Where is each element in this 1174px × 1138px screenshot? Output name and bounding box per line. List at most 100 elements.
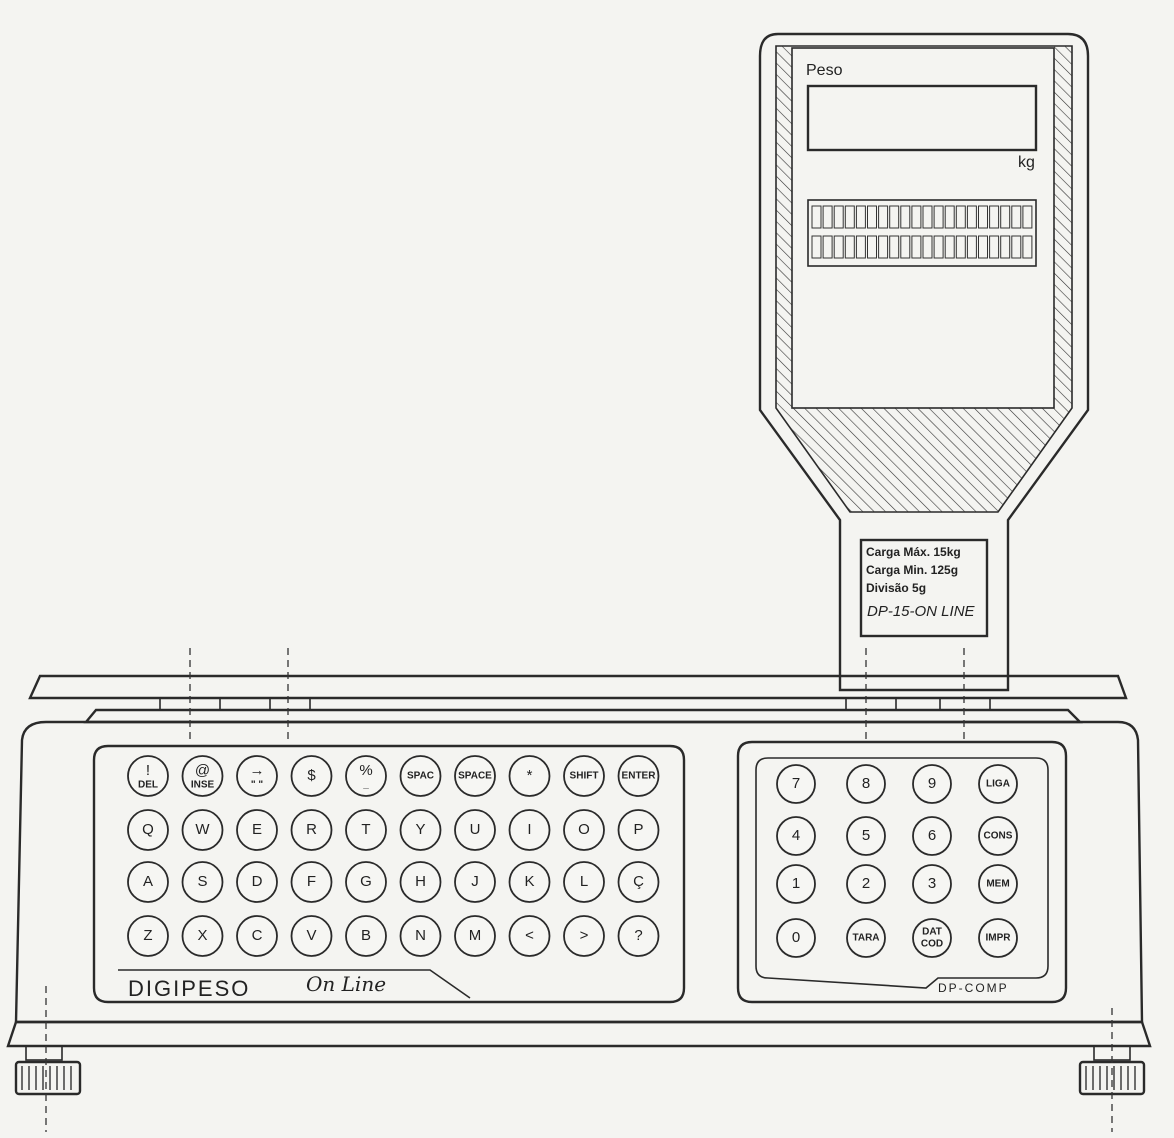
key-n[interactable]: N: [399, 915, 442, 957]
key-cap[interactable]: [127, 915, 169, 957]
numkey-cons[interactable]: CONS: [978, 816, 1018, 856]
key-cap[interactable]: [978, 864, 1018, 904]
key-b[interactable]: B: [345, 915, 387, 957]
key-cap[interactable]: [776, 764, 816, 804]
key-shift[interactable]: SHIFT: [563, 755, 605, 797]
key-cap[interactable]: [617, 809, 660, 851]
key-[interactable]: !DEL: [127, 755, 169, 797]
key-d[interactable]: D: [236, 861, 278, 903]
key-enter[interactable]: ENTER: [617, 755, 660, 797]
key-cap[interactable]: [290, 755, 333, 797]
key-h[interactable]: H: [399, 861, 442, 903]
key-cap[interactable]: [454, 915, 496, 957]
key-cap[interactable]: [978, 816, 1018, 856]
key-v[interactable]: V: [290, 915, 333, 957]
numkey-7[interactable]: 7: [776, 764, 816, 804]
key-c[interactable]: C: [236, 915, 278, 957]
key-w[interactable]: W: [181, 809, 224, 851]
key-cap[interactable]: [454, 755, 496, 797]
key-cap[interactable]: [912, 816, 952, 856]
key-cap[interactable]: [399, 755, 442, 797]
key-m[interactable]: M: [454, 915, 496, 957]
key-cap[interactable]: [181, 809, 224, 851]
key-cap[interactable]: [846, 918, 886, 958]
key-cap[interactable]: [454, 861, 496, 903]
key-j[interactable]: J: [454, 861, 496, 903]
numkey-4[interactable]: 4: [776, 816, 816, 856]
key-[interactable]: ?: [617, 915, 660, 957]
key-cap[interactable]: [563, 861, 605, 903]
key-cap[interactable]: [563, 809, 605, 851]
key-[interactable]: >: [563, 915, 605, 957]
key-k[interactable]: K: [508, 861, 551, 903]
key-cap[interactable]: [563, 915, 605, 957]
key-t[interactable]: T: [345, 809, 387, 851]
key-i[interactable]: I: [508, 809, 551, 851]
key-cap[interactable]: [912, 918, 952, 958]
key-cap[interactable]: [236, 915, 278, 957]
key-cap[interactable]: [345, 809, 387, 851]
key-l[interactable]: L: [563, 861, 605, 903]
key-cap[interactable]: [846, 816, 886, 856]
numkey-9[interactable]: 9: [912, 764, 952, 804]
key-[interactable]: *: [508, 755, 551, 797]
key-space[interactable]: SPACE: [454, 755, 496, 797]
key-cap[interactable]: [399, 915, 442, 957]
key-cap[interactable]: [236, 809, 278, 851]
key-cap[interactable]: [563, 755, 605, 797]
numkey-mem[interactable]: MEM: [978, 864, 1018, 904]
numkey-5[interactable]: 5: [846, 816, 886, 856]
numkey-0[interactable]: 0: [776, 918, 816, 958]
key-cap[interactable]: [127, 861, 169, 903]
numkey-tara[interactable]: TARA: [846, 918, 886, 958]
key-g[interactable]: G: [345, 861, 387, 903]
key-cap[interactable]: [127, 809, 169, 851]
key-cap[interactable]: [776, 864, 816, 904]
key-cap[interactable]: [617, 861, 660, 903]
key-cap[interactable]: [127, 755, 169, 797]
key-cap[interactable]: [978, 764, 1018, 804]
key-cap[interactable]: [236, 861, 278, 903]
numkey-6[interactable]: 6: [912, 816, 952, 856]
key-cap[interactable]: [181, 915, 224, 957]
key-q[interactable]: Q: [127, 809, 169, 851]
key-cap[interactable]: [399, 809, 442, 851]
numkey-2[interactable]: 2: [846, 864, 886, 904]
key-cap[interactable]: [290, 809, 333, 851]
numkey-1[interactable]: 1: [776, 864, 816, 904]
key-[interactable]: Ç: [617, 861, 660, 903]
key-cap[interactable]: [776, 816, 816, 856]
key-cap[interactable]: [290, 861, 333, 903]
key-cap[interactable]: [846, 864, 886, 904]
key-y[interactable]: Y: [399, 809, 442, 851]
numkey-3[interactable]: 3: [912, 864, 952, 904]
key-cap[interactable]: [617, 755, 660, 797]
key-cap[interactable]: [454, 809, 496, 851]
key-a[interactable]: A: [127, 861, 169, 903]
numkey-impr[interactable]: IMPR: [978, 918, 1018, 958]
key-[interactable]: →" ": [236, 755, 278, 797]
key-o[interactable]: O: [563, 809, 605, 851]
numkey-liga[interactable]: LIGA: [978, 764, 1018, 804]
key-cap[interactable]: [345, 755, 387, 797]
key-r[interactable]: R: [290, 809, 333, 851]
key-spac[interactable]: SPAC: [399, 755, 442, 797]
key-z[interactable]: Z: [127, 915, 169, 957]
key-cap[interactable]: [345, 915, 387, 957]
key-cap[interactable]: [345, 861, 387, 903]
key-f[interactable]: F: [290, 861, 333, 903]
key-cap[interactable]: [508, 861, 551, 903]
key-cap[interactable]: [290, 915, 333, 957]
key-cap[interactable]: [978, 918, 1018, 958]
key-cap[interactable]: [508, 915, 551, 957]
key-[interactable]: <: [508, 915, 551, 957]
key-cap[interactable]: [399, 861, 442, 903]
numkey-8[interactable]: 8: [846, 764, 886, 804]
key-e[interactable]: E: [236, 809, 278, 851]
key-cap[interactable]: [508, 809, 551, 851]
key-cap[interactable]: [508, 755, 551, 797]
key-cap[interactable]: [181, 755, 224, 797]
key-[interactable]: @INSE: [181, 755, 224, 797]
key-s[interactable]: S: [181, 861, 224, 903]
